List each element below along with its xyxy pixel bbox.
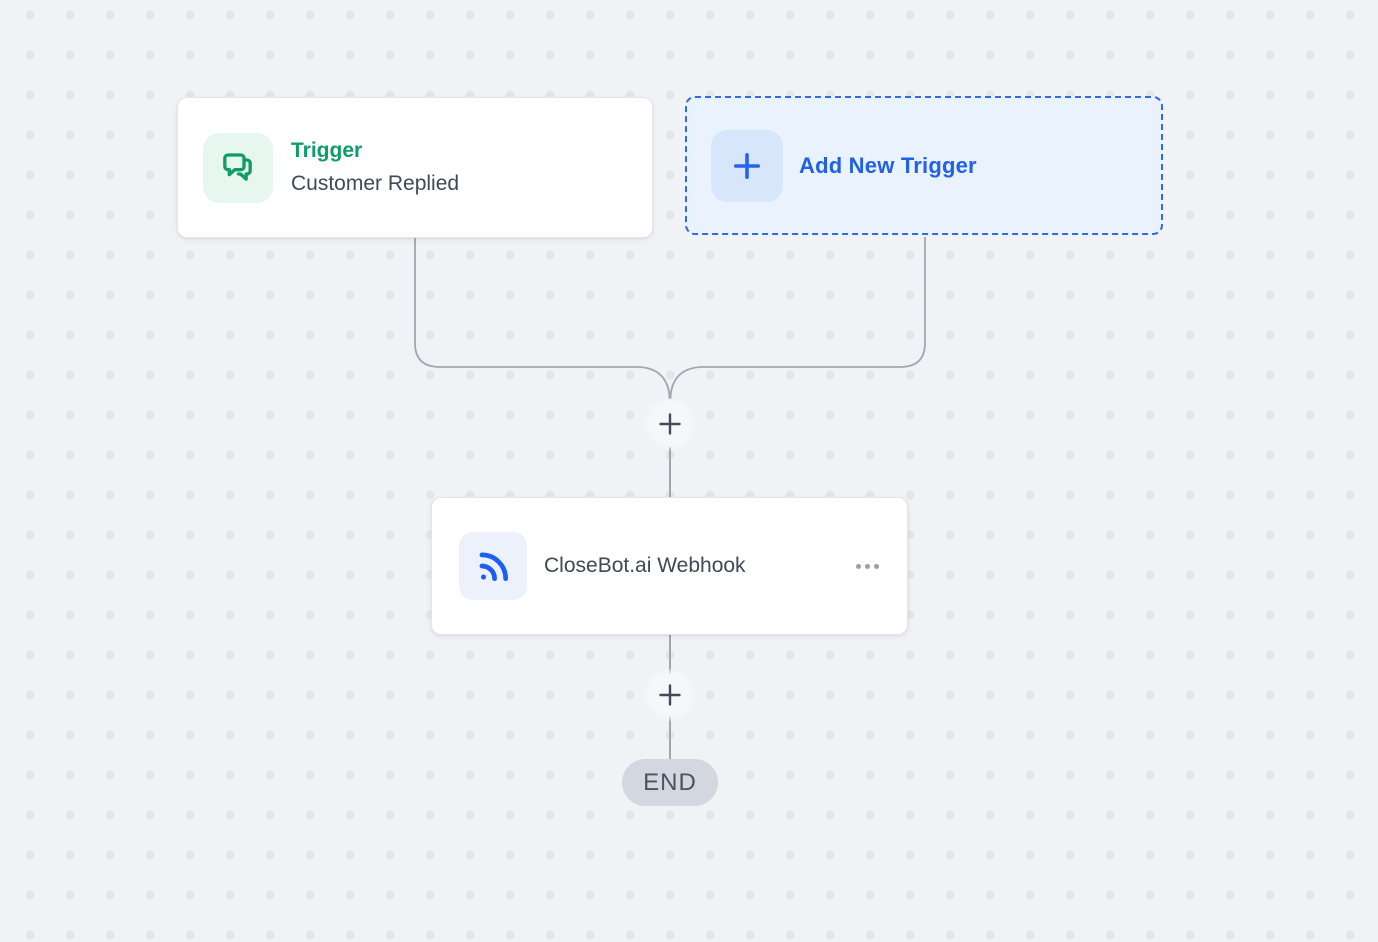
- add-new-trigger-button[interactable]: Add New Trigger: [685, 96, 1163, 235]
- add-new-trigger-label: Add New Trigger: [799, 152, 977, 178]
- ellipsis-menu-icon[interactable]: [852, 554, 883, 579]
- trigger-subtitle: Customer Replied: [291, 171, 460, 195]
- add-action-button-top[interactable]: [644, 398, 696, 450]
- chat-bubbles-icon: [203, 132, 273, 203]
- webhook-action-label: CloseBot.ai Webhook: [544, 554, 746, 577]
- end-marker: END: [622, 759, 718, 806]
- trigger-title: Trigger: [291, 139, 363, 163]
- trigger-node[interactable]: Trigger Customer Replied: [177, 97, 653, 238]
- add-action-button-bottom[interactable]: [644, 669, 696, 721]
- webhook-action-node[interactable]: CloseBot.ai Webhook: [431, 497, 908, 635]
- rss-icon: [459, 532, 527, 600]
- plus-icon: [659, 684, 681, 706]
- plus-icon: [711, 129, 783, 202]
- plus-icon: [659, 413, 681, 435]
- end-label: END: [643, 768, 697, 796]
